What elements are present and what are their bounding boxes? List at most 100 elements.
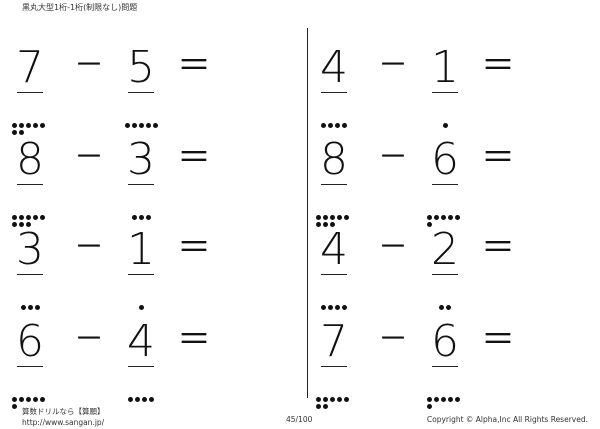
count-dot xyxy=(335,305,340,310)
count-dots xyxy=(423,90,483,128)
digit: 3 xyxy=(16,224,44,275)
minus-sign: － xyxy=(74,322,104,357)
count-dot xyxy=(131,215,137,220)
count-dot xyxy=(323,215,328,220)
digit-underline xyxy=(432,274,458,275)
digit: 3 xyxy=(127,134,155,185)
count-dot xyxy=(145,123,151,128)
digit: 6 xyxy=(431,134,459,185)
count-dot xyxy=(321,305,326,310)
digit-underline xyxy=(128,184,154,185)
count-dots xyxy=(119,182,179,220)
digit-underline xyxy=(128,366,154,367)
footer-brand-text: 算数ドリルなら【算願】 xyxy=(22,407,105,416)
number-subtrahend: 6 xyxy=(427,132,460,227)
minus-sign: － xyxy=(378,48,408,83)
count-dot xyxy=(316,222,321,227)
count-dot xyxy=(34,305,40,310)
minus-sign: － xyxy=(378,322,408,357)
count-dot xyxy=(427,397,432,402)
equals-sign: ＝ xyxy=(481,320,515,360)
count-dot xyxy=(342,123,347,128)
count-dots xyxy=(119,272,179,310)
number-minuend: 7 xyxy=(12,40,45,135)
count-dot xyxy=(434,397,439,402)
count-dots xyxy=(423,182,483,227)
copyright-text: Copyright © Alpha,Inc All Rights Reserve… xyxy=(426,415,588,424)
count-dot xyxy=(40,123,45,128)
count-dot xyxy=(20,305,26,310)
count-dot xyxy=(316,397,321,402)
digit: 4 xyxy=(320,42,348,93)
count-dot xyxy=(138,123,144,128)
count-dots xyxy=(312,90,372,128)
count-dot xyxy=(328,305,333,310)
minus-sign: － xyxy=(74,230,104,265)
digit: 8 xyxy=(320,134,348,185)
count-dot xyxy=(40,397,45,402)
count-dots xyxy=(423,364,483,409)
count-dot xyxy=(12,397,17,402)
count-dot xyxy=(12,222,17,227)
count-dot xyxy=(427,222,432,227)
subtraction-problem: 7－5＝ xyxy=(6,40,246,135)
count-dot xyxy=(330,397,335,402)
number-minuend: 7 xyxy=(316,314,349,409)
count-dot xyxy=(323,404,328,409)
digit-underline xyxy=(128,92,154,93)
count-dot xyxy=(442,123,448,128)
digit-underline xyxy=(432,92,458,93)
count-dot xyxy=(448,215,453,220)
count-dot xyxy=(344,397,349,402)
count-dot xyxy=(434,215,439,220)
count-dot xyxy=(40,215,45,220)
minus-sign: － xyxy=(74,140,104,175)
count-dot xyxy=(135,397,140,402)
equals-sign: ＝ xyxy=(177,46,211,86)
equals-sign: ＝ xyxy=(177,228,211,268)
number-minuend: 4 xyxy=(319,222,349,310)
count-dot xyxy=(19,397,24,402)
subtraction-problem: 8－6＝ xyxy=(310,132,550,227)
equals-sign: ＝ xyxy=(481,138,515,178)
column-divider xyxy=(307,28,308,398)
digit-underline xyxy=(432,184,458,185)
count-dot xyxy=(455,397,460,402)
count-dot xyxy=(321,123,326,128)
digit-underline xyxy=(321,184,347,185)
number-minuend: 6 xyxy=(12,314,45,409)
count-dots xyxy=(8,182,68,227)
subtraction-problem: 7 － 6 ＝ xyxy=(310,314,550,409)
count-dots xyxy=(119,364,179,402)
digit: 1 xyxy=(431,42,459,93)
count-dot xyxy=(446,305,451,310)
number-subtrahend: 2 xyxy=(430,222,460,310)
footer-brand: 算数ドリルなら【算願】 http://www.sangan.jp/ xyxy=(22,406,105,428)
count-dots xyxy=(8,90,68,135)
digit: 6 xyxy=(16,316,44,367)
number-subtrahend: 3 xyxy=(126,132,156,220)
count-dot xyxy=(448,397,453,402)
subtraction-problem: 4－1＝ xyxy=(310,40,550,128)
footer-url-link[interactable]: http://www.sangan.jp/ xyxy=(22,418,105,427)
count-dot xyxy=(26,123,31,128)
count-dot xyxy=(330,215,335,220)
count-dots xyxy=(8,364,68,409)
count-dot xyxy=(26,397,31,402)
count-dot xyxy=(337,215,342,220)
digit-underline xyxy=(17,366,43,367)
number-minuend: 8 xyxy=(316,132,349,227)
minus-sign: － xyxy=(74,48,104,83)
count-dot xyxy=(19,130,24,135)
count-dot xyxy=(12,404,17,409)
count-dot xyxy=(12,130,17,135)
count-dots xyxy=(423,272,483,310)
count-dot xyxy=(316,215,321,220)
digit: 2 xyxy=(431,224,459,275)
count-dot xyxy=(337,397,342,402)
number-minuend: 8 xyxy=(12,132,45,227)
digit-underline xyxy=(321,274,347,275)
count-dot xyxy=(323,222,328,227)
count-dot xyxy=(328,123,333,128)
digit: 6 xyxy=(431,316,459,367)
